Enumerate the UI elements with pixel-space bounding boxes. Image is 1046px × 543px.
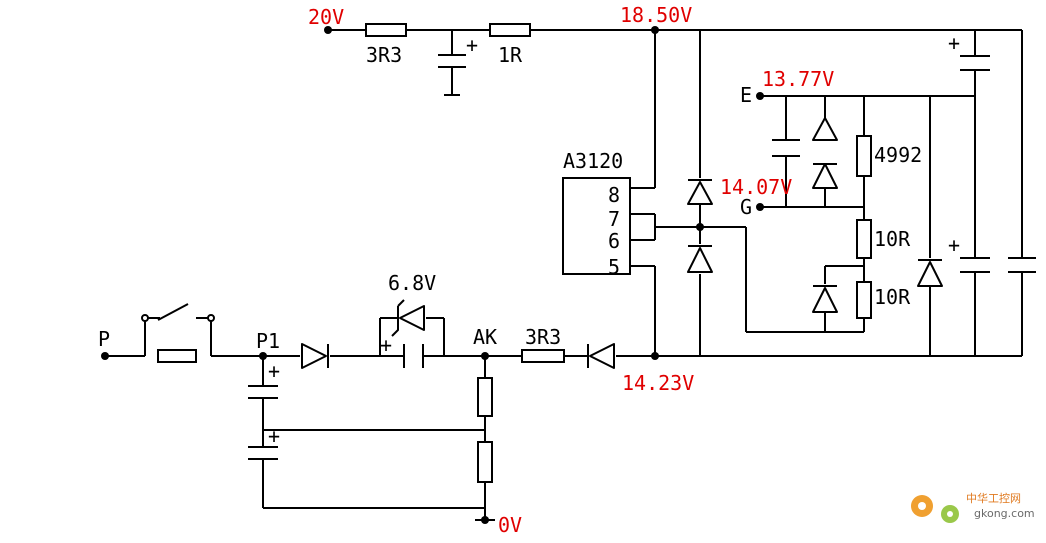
label-3r3-top: 3R3 <box>366 43 402 67</box>
label-14-23v: 14.23V <box>622 371 694 395</box>
label-10r-b: 10R <box>874 285 911 309</box>
label-0v: 0V <box>498 513 522 537</box>
diode-e-rail <box>917 261 943 287</box>
capacitors <box>248 54 1036 460</box>
resistor-1r <box>489 23 531 37</box>
label-20v: 20V <box>308 5 344 29</box>
diode-bottom <box>589 343 615 369</box>
resistor-4992 <box>856 135 872 177</box>
resistor-ak-upper <box>477 377 493 417</box>
resistor-3r3-bottom <box>521 349 565 363</box>
label-pin7: 7 <box>608 207 620 231</box>
resistors <box>157 23 872 483</box>
zener-6v8 <box>399 305 425 331</box>
label-e: E <box>740 83 752 107</box>
label-g: G <box>740 195 752 219</box>
ic-a3120 <box>562 177 631 275</box>
plus-p1-cap-upper: + <box>268 359 280 383</box>
label-10r-a: 10R <box>874 227 911 251</box>
diode-g-lower <box>812 287 838 313</box>
label-pin6: 6 <box>608 229 620 253</box>
junction-dots <box>101 26 764 524</box>
label-a3120: A3120 <box>563 149 623 173</box>
watermark-url: gkong.com <box>974 507 1035 520</box>
tvs-lower <box>812 163 838 189</box>
resistor-10r-a <box>856 219 872 259</box>
watermark-brand: 中华工控网 <box>966 491 1021 505</box>
plus-top-right-cap: + <box>948 31 960 55</box>
plus-mid-right-cap: + <box>948 233 960 257</box>
label-1r: 1R <box>498 43 523 67</box>
tvs-upper <box>812 117 838 141</box>
diodes <box>301 117 943 369</box>
plus-zener-cap: + <box>380 333 392 357</box>
label-18-50v: 18.50V <box>620 3 692 27</box>
label-13-77v: 13.77V <box>762 67 834 91</box>
diode-p1 <box>301 343 327 369</box>
label-pin8: 8 <box>608 183 620 207</box>
label-p: P <box>98 327 110 351</box>
resistor-3r3-top <box>365 23 407 37</box>
diode-upper-gate <box>687 181 713 205</box>
label-4992: 4992 <box>874 143 922 167</box>
label-3r3-bottom: 3R3 <box>525 325 561 349</box>
label-ak: AK <box>473 325 497 349</box>
label-14-07v: 14.07V <box>720 175 792 199</box>
resistor-ak-lower <box>477 441 493 483</box>
plus-p1-cap-lower: + <box>268 424 280 448</box>
label-6-8v: 6.8V <box>388 271 436 295</box>
plus-top-cap: + <box>466 33 478 57</box>
label-p1: P1 <box>256 329 280 353</box>
watermark: 中华工控网 gkong.com <box>911 491 1035 523</box>
resistor-10r-b <box>856 281 872 319</box>
label-pin5: 5 <box>608 255 620 279</box>
diode-lower-gate <box>687 247 713 273</box>
resistor-p <box>157 349 197 363</box>
